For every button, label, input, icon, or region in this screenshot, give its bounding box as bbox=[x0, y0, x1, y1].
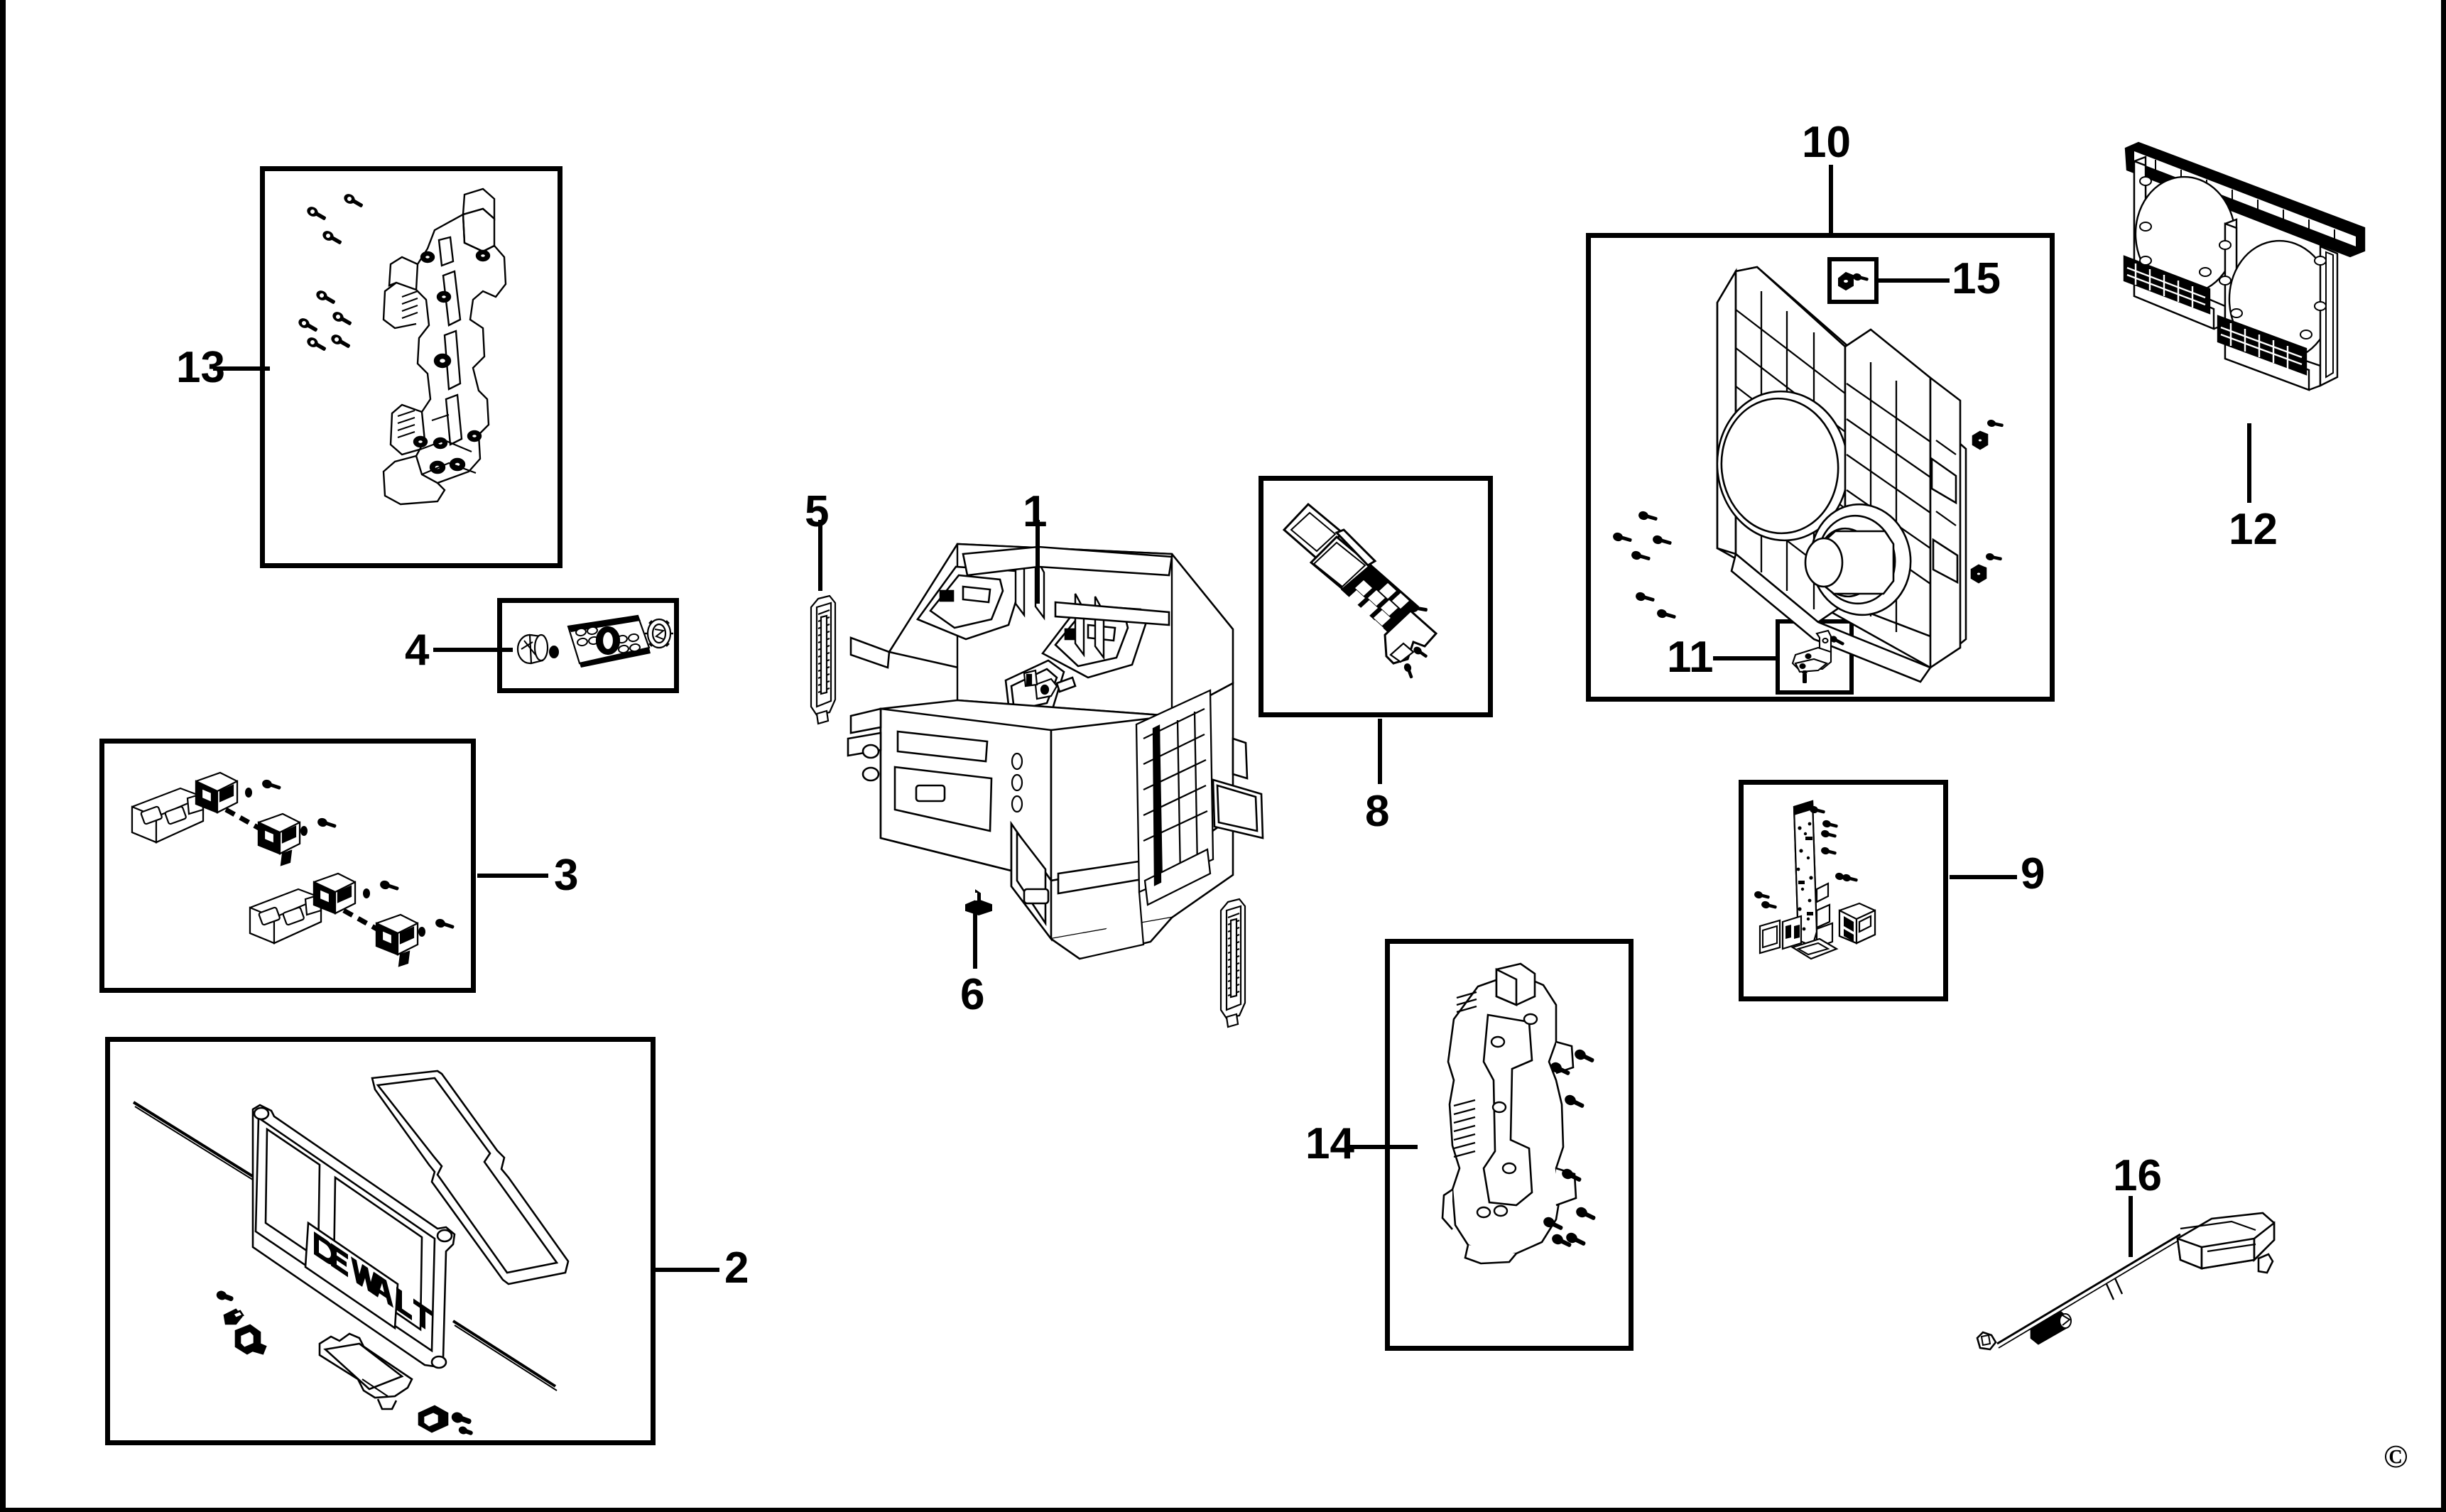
callout-3: 3 bbox=[554, 851, 579, 900]
part-art-16 bbox=[1967, 1193, 2294, 1371]
part-box-9 bbox=[1739, 780, 1948, 1001]
callout-leader-9 bbox=[1950, 875, 2017, 879]
callout-15: 15 bbox=[1952, 254, 2001, 303]
part-box-4 bbox=[497, 598, 679, 693]
part-art-9 bbox=[1749, 790, 1940, 992]
callout-leader-3 bbox=[477, 874, 548, 878]
callout-11: 11 bbox=[1667, 633, 1714, 682]
callout-4: 4 bbox=[405, 626, 430, 675]
part-art-10 bbox=[1597, 241, 2051, 696]
callout-10: 10 bbox=[1802, 118, 1851, 167]
part-art-side-clip-right bbox=[1211, 896, 1261, 1028]
part-box-8 bbox=[1259, 476, 1493, 717]
callout-leader-1 bbox=[1036, 520, 1040, 604]
part-art-8 bbox=[1271, 489, 1484, 709]
callout-leader-16 bbox=[2129, 1196, 2133, 1257]
callout-leader-5 bbox=[818, 520, 822, 591]
callout-1: 1 bbox=[1023, 487, 1048, 536]
callout-5: 5 bbox=[805, 487, 830, 536]
part-art-13 bbox=[270, 178, 554, 561]
callout-12: 12 bbox=[2229, 505, 2278, 554]
part-art-3 bbox=[112, 751, 460, 982]
callout-leader-14 bbox=[1349, 1145, 1418, 1149]
callout-16: 16 bbox=[2113, 1151, 2162, 1200]
copyright-symbol: © bbox=[2384, 1438, 2408, 1474]
part-box-2 bbox=[105, 1037, 656, 1445]
part-art-14 bbox=[1410, 955, 1623, 1335]
part-box-15 bbox=[1827, 257, 1879, 304]
part-art-12 bbox=[2120, 138, 2418, 423]
page-border-right bbox=[2441, 0, 2446, 1512]
callout-leader-4 bbox=[433, 648, 513, 652]
callout-leader-6 bbox=[973, 909, 977, 969]
callout-leader-8 bbox=[1378, 719, 1382, 784]
page-border-bottom bbox=[0, 1508, 2446, 1512]
part-art-5 bbox=[801, 593, 851, 725]
callout-6: 6 bbox=[960, 970, 985, 1019]
part-art-11 bbox=[1784, 628, 1847, 687]
part-art-2 bbox=[114, 1045, 646, 1436]
part-art-15 bbox=[1836, 266, 1871, 295]
part-art-4 bbox=[510, 605, 673, 687]
callout-leader-10 bbox=[1829, 165, 1833, 233]
callout-leader-11 bbox=[1713, 656, 1777, 660]
callout-leader-13 bbox=[213, 366, 270, 371]
callout-leader-12 bbox=[2247, 423, 2251, 503]
page-border-left bbox=[0, 0, 6, 1512]
callout-leader-15 bbox=[1879, 278, 1950, 283]
callout-2: 2 bbox=[724, 1244, 749, 1293]
callout-8: 8 bbox=[1365, 787, 1390, 836]
callout-leader-2 bbox=[652, 1268, 719, 1272]
part-art-6 bbox=[957, 889, 997, 923]
part-art-1 bbox=[838, 526, 1335, 1001]
callout-9: 9 bbox=[2021, 849, 2045, 898]
callout-14: 14 bbox=[1305, 1119, 1354, 1168]
part-box-10 bbox=[1586, 233, 2055, 702]
part-box-3 bbox=[99, 739, 476, 993]
